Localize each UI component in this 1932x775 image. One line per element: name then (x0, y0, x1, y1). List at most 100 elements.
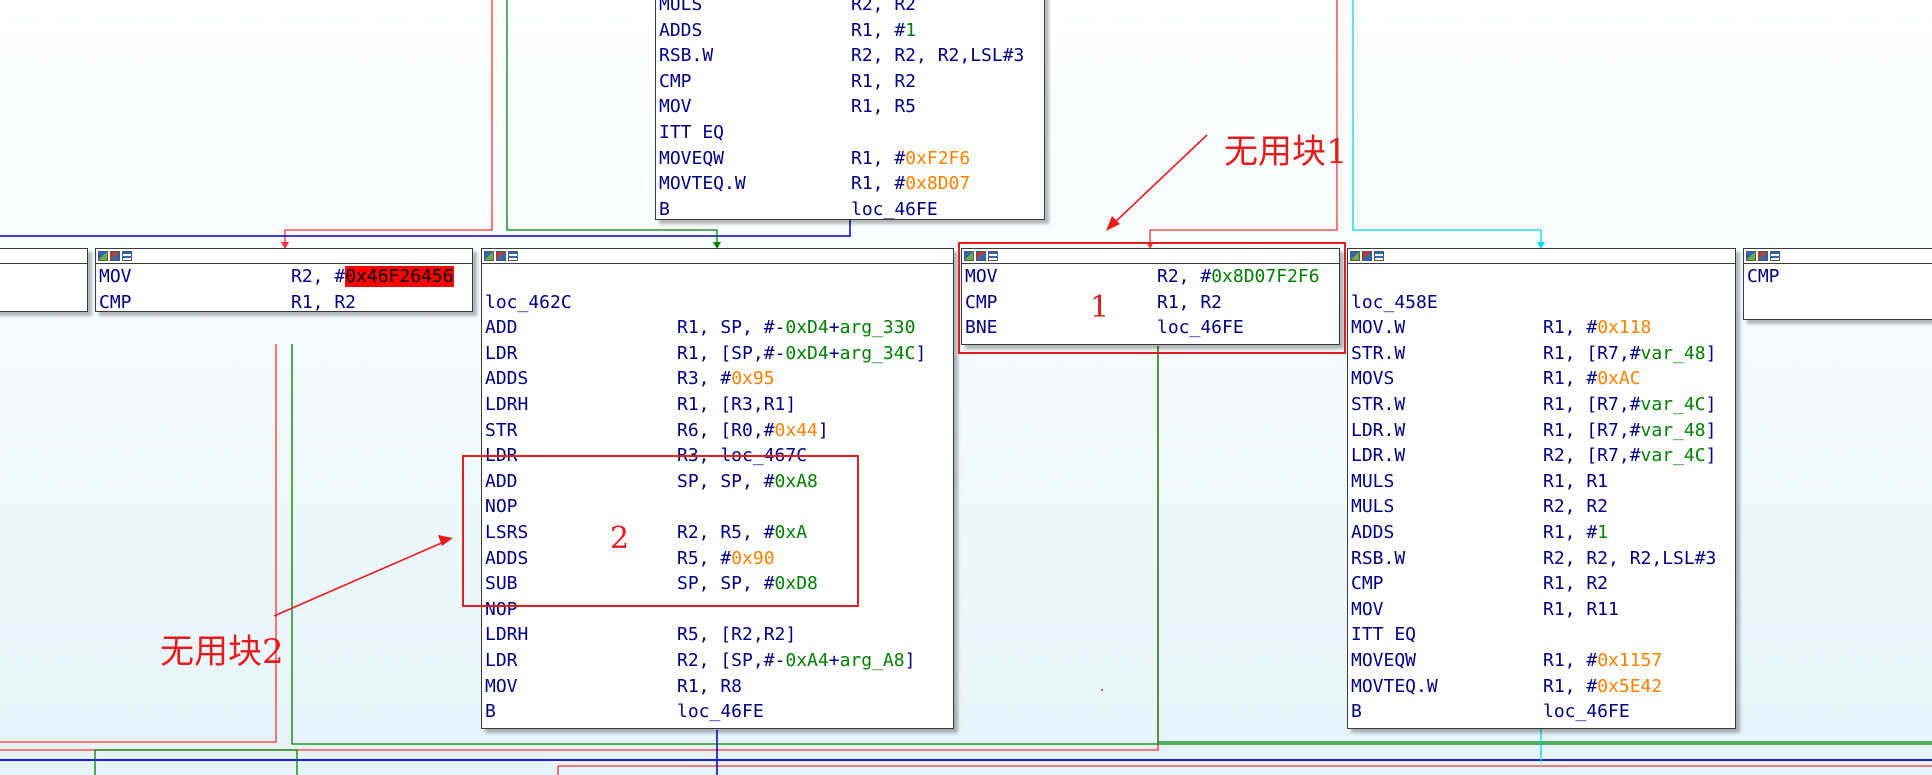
operand: var_4C (1640, 445, 1706, 467)
operand: ] (904, 649, 916, 671)
code-line[interactable]: CMP (1744, 264, 1932, 290)
mnemonic: MOV (965, 266, 998, 287)
arrowhead-red-left (281, 242, 289, 249)
graph-color-icon[interactable] (964, 251, 974, 261)
mnemonic: MOV (1351, 598, 1384, 620)
code-line[interactable] (1348, 264, 1735, 290)
operand: R1, # (851, 147, 906, 169)
code-line[interactable]: ITT EQ (1348, 622, 1735, 648)
mnemonic: ADD (485, 317, 518, 339)
mnemonic: CMP (99, 291, 132, 312)
code-line[interactable]: NOP (482, 494, 953, 520)
operand: R6, [R0,# (677, 419, 775, 441)
graph-color-icon[interactable] (98, 251, 108, 261)
code-line[interactable]: NOP (482, 597, 953, 623)
graph-list-icon[interactable] (1374, 251, 1384, 261)
graph-color-icon[interactable] (484, 251, 494, 261)
graph-color-icon[interactable] (1746, 251, 1756, 261)
operand: arg_A8 (839, 649, 905, 671)
mnemonic: STR.W (1351, 342, 1406, 364)
graph-list-icon[interactable] (1770, 251, 1780, 261)
operand: 0x90 (731, 547, 775, 569)
graph-chart-icon[interactable] (1758, 251, 1768, 261)
code-line[interactable]: CMP R1, R2 (96, 290, 472, 312)
code-line[interactable] (0, 290, 87, 311)
code-block-far-right[interactable]: CMP; END OF FUNCTIO (1743, 248, 1932, 320)
graph-color-icon[interactable] (1350, 251, 1360, 261)
code-line[interactable]: loc_462C (482, 290, 953, 316)
code-line[interactable]: ITT EQ (656, 120, 1044, 146)
code-line[interactable]: ; END OF FUNCTIO (1744, 290, 1932, 316)
graph-chart-icon[interactable] (110, 251, 120, 261)
mnemonic: ADD (485, 470, 518, 492)
graph-chart-icon[interactable] (1362, 251, 1372, 261)
graph-list-icon[interactable] (508, 251, 518, 261)
operand: R1, R2 (291, 291, 357, 312)
mnemonic: ADDS (659, 19, 703, 41)
graph-chart-icon[interactable] (496, 251, 506, 261)
graph-chart-icon[interactable] (976, 251, 986, 261)
edge-blue-top (0, 214, 851, 237)
code-block-far-left[interactable]: CCB5105E (0, 248, 88, 312)
edge-red-top-left (284, 0, 493, 242)
code-line[interactable]: CCB5105 (0, 264, 87, 290)
graph-list-icon[interactable] (988, 251, 998, 261)
mnemonic: SUB (485, 573, 518, 595)
stray-dot (1101, 689, 1103, 691)
mnemonic: LDRH (485, 393, 529, 415)
operand: 0x95 (731, 368, 775, 390)
block-header (1744, 249, 1932, 264)
code-line[interactable] (482, 264, 953, 290)
operand: 0x118 (1597, 317, 1652, 339)
code-line[interactable]: loc_458E (1348, 290, 1735, 316)
operand: R1, # (1543, 649, 1598, 671)
graph-list-icon[interactable] (122, 251, 132, 261)
